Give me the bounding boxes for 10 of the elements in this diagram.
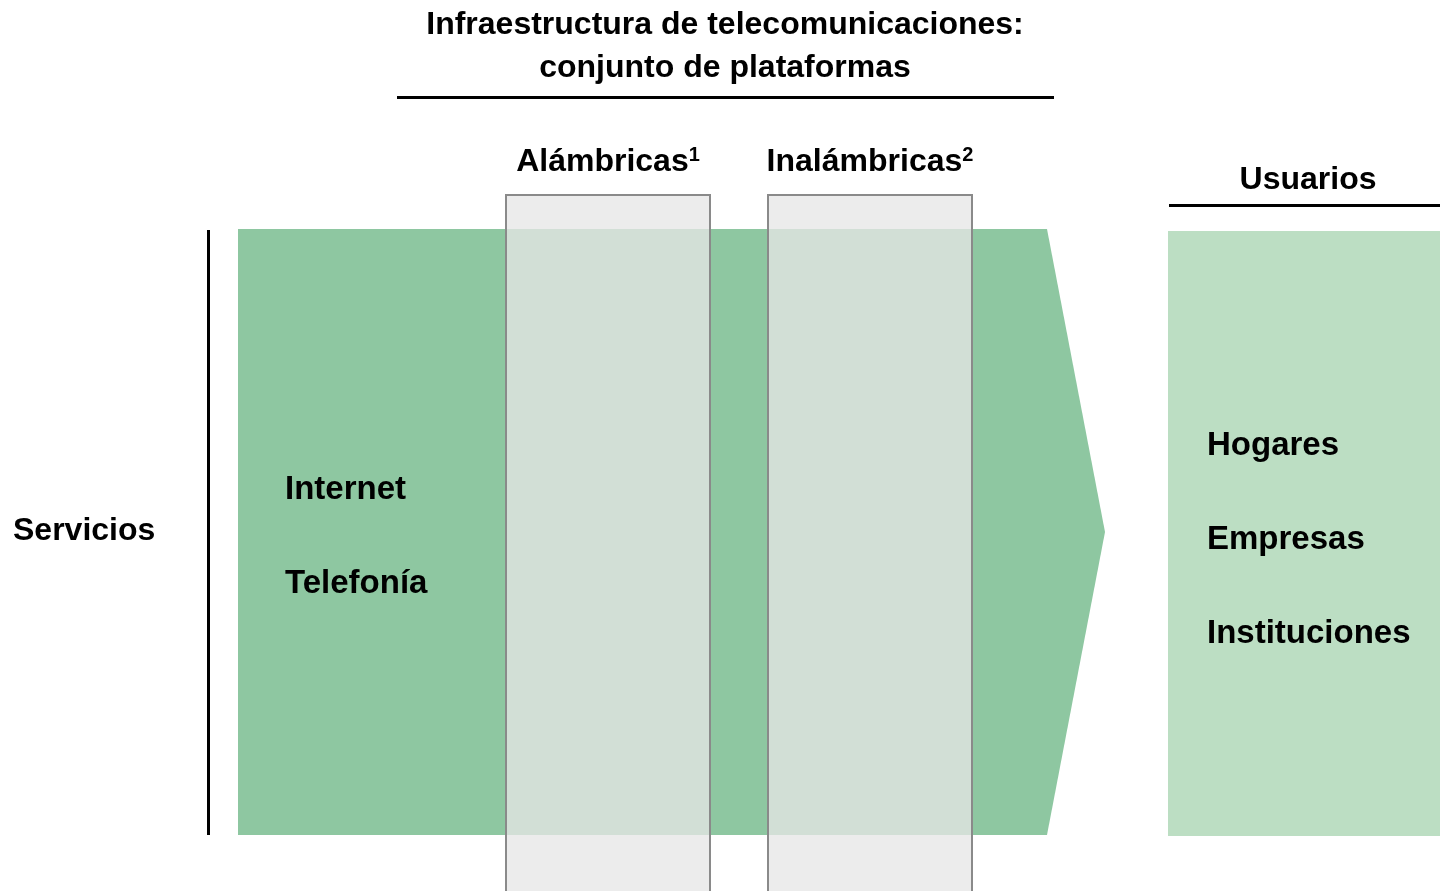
user-text: Instituciones bbox=[1207, 613, 1411, 651]
user-text: Hogares bbox=[1207, 425, 1340, 463]
side-label: Servicios bbox=[13, 510, 156, 548]
band-heading: Inalámbricas$^{2}$ bbox=[765, 141, 975, 180]
service-text: Internet bbox=[285, 469, 406, 507]
user-text: Empresas bbox=[1207, 519, 1365, 557]
title: Infraestructura de telecomunicaciones: conjunto de plataformas bbox=[425, 4, 1025, 86]
band-heading: Alámbricas$^{1}$ bbox=[515, 141, 701, 180]
service-text: Telefonía bbox=[285, 563, 428, 601]
users-heading: Usuarios bbox=[1238, 159, 1378, 197]
